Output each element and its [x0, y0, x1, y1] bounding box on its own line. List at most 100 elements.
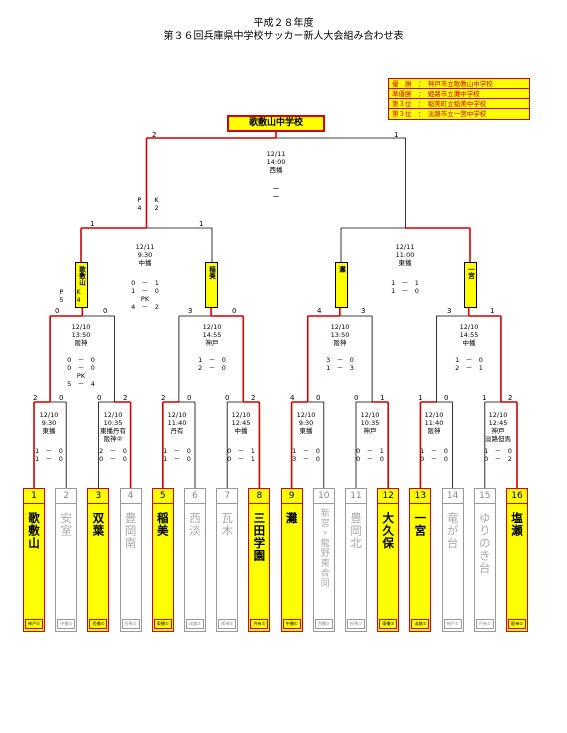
qf4-scores: 1 － 0 2 － 1 — [455, 356, 483, 372]
team-name: 一宮 — [413, 512, 428, 537]
team-number: 9 — [281, 489, 302, 504]
team-region: 中播① — [282, 619, 301, 629]
team-region: 西播② — [314, 619, 333, 629]
r1-left-score: 1 — [482, 394, 487, 402]
r1-left-score: 2 — [33, 394, 38, 402]
semi1-info: 12/11 9:30 中播 — [135, 243, 155, 267]
semi1-left-score: 1 — [90, 220, 95, 228]
r1-right-score: 0 — [444, 394, 449, 402]
team-name: 西淡 — [188, 512, 202, 537]
qf3-info: 12/10 13:50 阪神 — [330, 323, 350, 347]
team-name: 豊岡南 — [123, 512, 138, 550]
team-card: 3 双葉西播① — [87, 488, 110, 632]
team-region: 丹有① — [475, 619, 494, 629]
qf1-right-score: 0 — [103, 307, 108, 315]
r1-match-info: 12/10 12:45 中播 — [231, 411, 251, 435]
team-name: 豊岡北 — [349, 512, 363, 550]
r1-left-score: 1 — [418, 394, 423, 402]
team-number: 7 — [217, 489, 238, 504]
team-name: 竜が台 — [445, 512, 460, 550]
qf1-info: 12/10 13:50 阪神 — [71, 323, 91, 347]
semi1-scores: 0 － 1 1 － 0 PK 4 － 2 — [131, 279, 159, 311]
team-number: 3 — [88, 489, 109, 504]
team-number: 10 — [313, 489, 334, 504]
team-number: 13 — [410, 489, 431, 504]
r1-match-info: 12/10 11:40 丹有 — [167, 411, 187, 435]
team-number: 11 — [346, 489, 366, 504]
results-box: 優 勝 ： 神戸市立歌敷山中学校 準優勝 ： 姫路市立灘中学校 第３位 ： 稲美… — [388, 78, 530, 120]
r1-match-scores: 0 － 1 0 － 1 — [227, 447, 255, 463]
semi2-info: 12/11 11:00 東播 — [395, 243, 415, 267]
team-region: 東播① — [153, 619, 172, 629]
team-name: 三田学園 — [252, 512, 267, 562]
qf1-left-score: 0 — [55, 307, 60, 315]
team-card: 9 灘中播① — [280, 488, 303, 632]
r1-left-score: 0 — [97, 394, 102, 402]
team-region: 阪神③ — [218, 619, 237, 629]
qf1-pk: P K 5 4 — [59, 288, 81, 304]
r1-match-info: 12/10 10:35 神戸 — [360, 411, 380, 435]
r1-match-info: 12/10 11:40 阪神 — [424, 411, 444, 435]
team-region: 淡路② — [186, 619, 204, 629]
team-region: 淡路① — [411, 619, 430, 629]
semi-team-ichinomiya: 一宮 — [464, 262, 477, 308]
r1-right-score: 0 — [59, 394, 64, 402]
team-card: 6 西淡淡路② — [184, 488, 206, 632]
r1-left-score: 0 — [225, 394, 230, 402]
team-name: 稲美 — [155, 512, 170, 537]
qf2-left-score: 3 — [188, 307, 193, 315]
team-region: 但馬② — [121, 619, 140, 629]
qf4-left-score: 3 — [447, 307, 452, 315]
title-line-2: 第３６回兵庫県中学校サッカー新人大会組み合わせ表 — [163, 31, 404, 42]
r1-right-score: 0 — [187, 394, 192, 402]
r1-match-scores: 1 － 0 3 － 0 — [292, 447, 320, 463]
r1-match-scores: 1 － 0 0 － 2 — [484, 447, 512, 463]
qf4-right-score: 1 — [490, 307, 495, 315]
r1-left-score: 2 — [161, 394, 166, 402]
r1-match-scores: 0 － 1 0 － 0 — [356, 447, 384, 463]
team-name: 双葉 — [91, 512, 106, 537]
team-name: 安室 — [59, 512, 74, 537]
r1-match-scores: 1 － 0 0 － 0 — [420, 447, 448, 463]
team-card: 8 三田学園丹有② — [248, 488, 271, 632]
qf3-right-score: 3 — [361, 307, 366, 315]
qf2-info: 12/10 14:55 神戸 — [202, 323, 222, 347]
r1-left-score: 4 — [290, 394, 295, 402]
team-region: 丹有② — [250, 619, 269, 629]
semi-team-inami: 稲美 — [205, 262, 218, 308]
team-number: 12 — [378, 489, 399, 504]
qf3-left-score: 4 — [317, 307, 322, 315]
title-line-1: 平成２８年度 — [253, 18, 314, 29]
team-number: 6 — [185, 489, 205, 504]
team-number: 8 — [249, 489, 270, 504]
r1-right-score: 2 — [123, 394, 128, 402]
team-name: 灘 — [284, 512, 299, 525]
r1-right-score: 2 — [508, 394, 513, 402]
r1-match-info: 12/10 9:30 東播 — [39, 411, 59, 435]
team-region: 神戸① — [25, 619, 43, 629]
qf1-scores: 0 － 0 0 － 0 PK 5 － 4 — [67, 356, 95, 388]
qf4-info: 12/10 14:55 中播 — [459, 323, 479, 347]
final-left-score: 2 — [152, 131, 157, 139]
result-third-2: 第３位 ： 淡路市立一宮中学校 — [392, 110, 487, 118]
final-score: ー ー — [272, 185, 280, 201]
r1-match-info: 12/10 9:30 東播 — [296, 411, 316, 435]
qf2-right-score: 0 — [232, 307, 237, 315]
r1-match-scores: 1 － 0 1 － 0 — [35, 447, 63, 463]
champion-box: 歌敷山中学校 — [227, 115, 325, 132]
team-card: 13 一宮淡路① — [409, 488, 432, 632]
r1-right-score: 0 — [316, 394, 321, 402]
team-name: 歌敷山 — [27, 512, 41, 550]
team-region: 西播① — [89, 619, 108, 629]
final-pk: P K 4 2 — [137, 196, 159, 212]
team-region: 神戸② — [443, 619, 462, 629]
team-number: 4 — [120, 489, 141, 504]
